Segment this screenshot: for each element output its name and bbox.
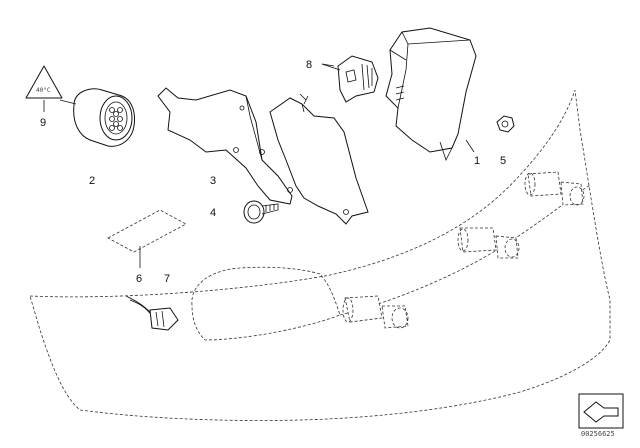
pdc-sensor-left — [342, 295, 409, 329]
foil-sticker-part-6 — [107, 209, 187, 253]
label-8: 8 — [306, 59, 312, 71]
label-5: 5 — [500, 155, 506, 167]
cable-plug-part-7 — [125, 295, 179, 331]
mounting-plate — [269, 93, 369, 225]
catalog-reference-box: 00256625 — [578, 393, 624, 438]
arrow-icon — [583, 401, 619, 423]
pdc-control-unit-part-1 — [385, 27, 477, 162]
warning-sign-text: 40°C — [36, 87, 51, 94]
pdc-sensor-middle — [457, 227, 520, 259]
warning-label-part-9: 40°C — [25, 65, 63, 99]
label-7: 7 — [164, 273, 170, 285]
label-6: 6 — [136, 273, 142, 285]
connector-housing-part-2 — [73, 88, 135, 147]
holder-bracket-part-3 — [157, 87, 293, 205]
pdc-sensor-right — [524, 171, 585, 206]
catalog-number: 00256625 — [581, 430, 615, 438]
label-9: 9 — [40, 117, 46, 129]
leader-lines — [43, 63, 475, 268]
hex-nut-part-5 — [496, 115, 515, 133]
screw-part-4 — [243, 200, 279, 224]
callout-labels: 1 2 3 4 5 6 7 8 9 — [40, 59, 506, 285]
clip-part-8 — [321, 55, 379, 103]
label-4: 4 — [210, 207, 216, 219]
label-1: 1 — [474, 155, 480, 167]
label-2: 2 — [89, 175, 95, 187]
label-3: 3 — [210, 175, 216, 187]
